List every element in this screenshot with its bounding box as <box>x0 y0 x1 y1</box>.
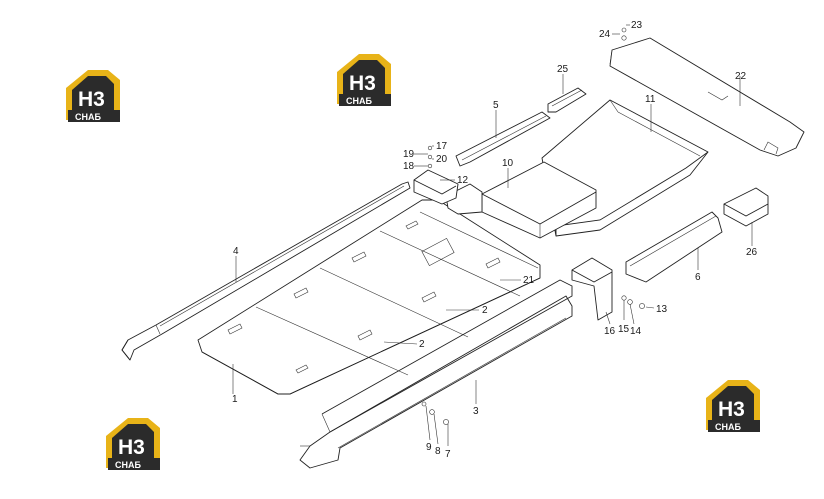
part-1-floor-plate <box>197 199 541 395</box>
label-part-9: 9 <box>426 442 432 453</box>
logo-word: СНАБ <box>75 112 101 122</box>
label-part-2b: 2 <box>419 339 425 350</box>
label-part-21: 21 <box>523 275 535 286</box>
logo-letters: H3 <box>78 88 105 111</box>
leader-lines <box>232 24 753 446</box>
label-part-8: 8 <box>435 446 441 457</box>
brand-logo-4: H3 СНАБ <box>706 380 760 432</box>
label-part-23: 23 <box>631 20 643 31</box>
label-part-10: 10 <box>502 158 514 169</box>
logo-letters: H3 <box>349 72 376 95</box>
logo-letters: H3 <box>718 398 745 421</box>
label-part-2a: 2 <box>482 305 488 316</box>
part-6-right-rail <box>625 211 723 283</box>
fasteners <box>421 27 645 425</box>
label-part-20: 20 <box>436 154 448 165</box>
logo-word: СНАБ <box>346 96 372 106</box>
label-part-4: 4 <box>233 246 239 257</box>
label-part-7: 7 <box>445 449 451 460</box>
label-part-15: 15 <box>618 324 630 335</box>
brand-logo-2: H3 СНАБ <box>337 54 391 106</box>
label-part-17: 17 <box>436 141 448 152</box>
label-part-1: 1 <box>232 394 238 405</box>
logo-word: СНАБ <box>715 422 741 432</box>
part-4-left-rail <box>121 181 411 361</box>
label-part-3: 3 <box>473 406 479 417</box>
brand-logo-3: H3 СНАБ <box>106 418 160 470</box>
label-part-22: 22 <box>735 71 747 82</box>
label-part-18: 18 <box>403 161 415 172</box>
logo-letters: H3 <box>118 436 145 459</box>
label-part-6: 6 <box>695 272 701 283</box>
logo-word: СНАБ <box>115 460 141 470</box>
label-part-19: 19 <box>403 149 415 160</box>
brand-logo-1: H3 СНАБ <box>66 70 120 122</box>
label-part-14: 14 <box>630 326 642 337</box>
label-part-5: 5 <box>493 100 499 111</box>
label-part-26: 26 <box>746 247 758 258</box>
part-5-short-rail <box>455 111 551 167</box>
floor-plate-handles <box>227 220 501 374</box>
part-16-post <box>571 257 613 321</box>
part-3-front-rail <box>299 279 573 469</box>
label-part-11: 11 <box>645 94 656 105</box>
label-part-25: 25 <box>557 64 569 75</box>
part-12-bracket <box>413 169 459 205</box>
part-22-rear-cover <box>609 37 805 157</box>
label-part-24: 24 <box>599 29 611 40</box>
label-part-12: 12 <box>457 175 469 186</box>
part-26-end-bracket <box>723 187 769 227</box>
part-labels: 1 2 2 3 4 5 6 7 8 9 10 11 12 13 14 15 16… <box>232 20 758 460</box>
label-part-13: 13 <box>656 304 668 315</box>
part-25-angle <box>547 87 587 113</box>
label-part-16: 16 <box>604 326 616 337</box>
